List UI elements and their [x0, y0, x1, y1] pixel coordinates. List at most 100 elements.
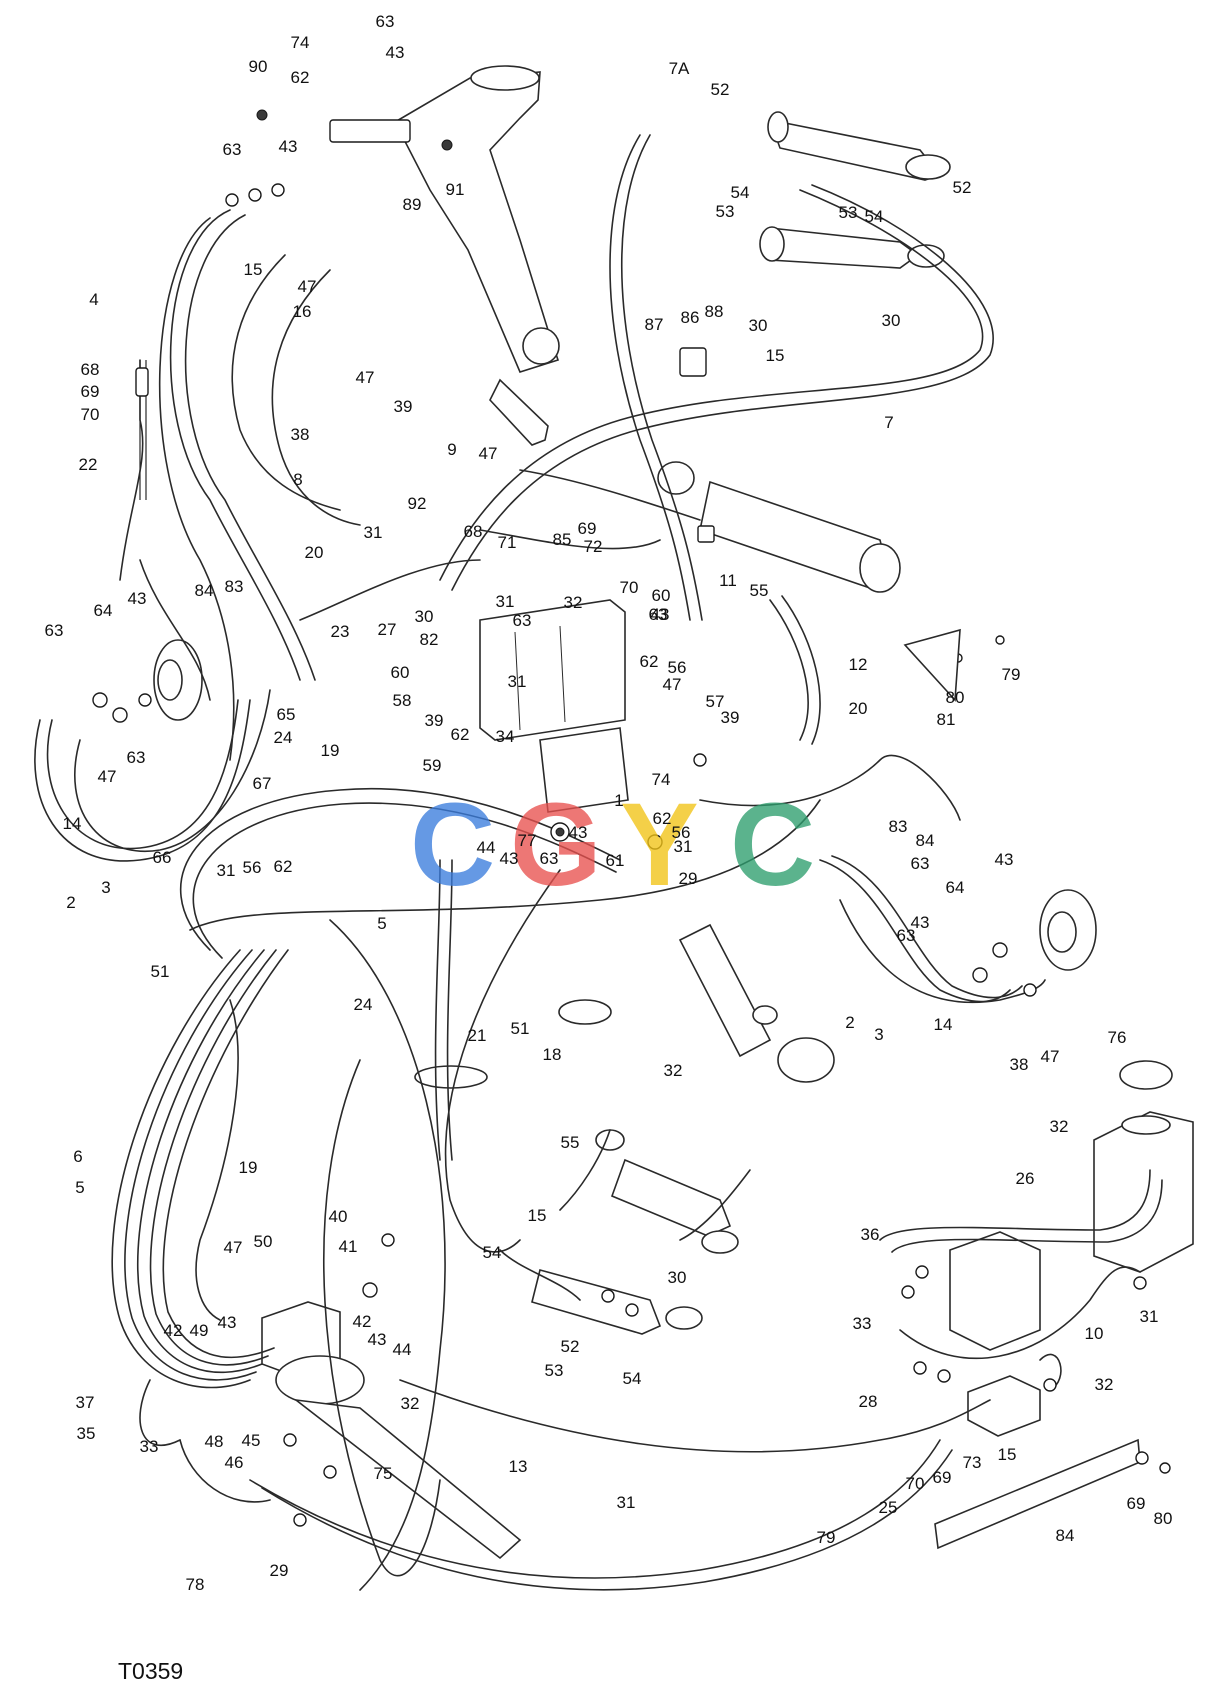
part-callout-119: 47: [1041, 1047, 1060, 1066]
part-callout-82: 24: [274, 728, 293, 747]
part-callout-132: 30: [668, 1268, 687, 1287]
hose-lines: [34, 134, 1163, 1591]
part-callout-64: 47: [663, 675, 682, 694]
part-callout-73: 64: [94, 601, 113, 620]
part-callout-79: 39: [425, 711, 444, 730]
part-callout-129: 55: [561, 1133, 580, 1152]
swivel-joint: [261, 1301, 522, 1560]
part-callout-52: 43: [651, 605, 670, 624]
part-callout-151: 32: [401, 1394, 420, 1413]
part-callout-6: 43: [279, 137, 298, 156]
part-callout-135: 47: [224, 1238, 243, 1257]
part-callout-116: 3: [874, 1025, 883, 1044]
part-callout-9: 15: [244, 260, 263, 279]
part-callout-163: 31: [617, 1493, 636, 1512]
part-callout-3: 90: [249, 57, 268, 76]
part-callout-107: 63: [911, 854, 930, 873]
part-callout-138: 36: [861, 1225, 880, 1244]
part-callout-122: 51: [511, 1019, 530, 1038]
part-callout-74: 43: [128, 589, 147, 608]
part-callout-99: 43: [569, 823, 588, 842]
part-callout-65: 39: [721, 708, 740, 727]
part-callout-61: 60: [391, 663, 410, 682]
part-callout-134: 41: [339, 1237, 358, 1256]
part-callout-92: 62: [274, 857, 293, 876]
part-callout-44: 72: [584, 537, 603, 556]
cylinder-mid-lower: [678, 923, 835, 1083]
part-callout-139: 33: [853, 1314, 872, 1333]
part-callout-169: 80: [1154, 1509, 1173, 1528]
part-callout-56: 23: [331, 622, 350, 641]
part-callout-140: 31: [1140, 1307, 1159, 1326]
part-callout-0: 63: [376, 12, 395, 31]
part-callout-131: 15: [528, 1206, 547, 1225]
part-callout-80: 62: [451, 725, 470, 744]
part-callout-125: 32: [1050, 1117, 1069, 1136]
part-callout-85: 1: [614, 791, 623, 810]
part-callout-141: 10: [1085, 1324, 1104, 1343]
part-callout-152: 37: [76, 1393, 95, 1412]
part-callout-14: 69: [81, 382, 100, 401]
watermark-letter-0: C: [410, 779, 495, 911]
part-callout-50: 11: [719, 571, 737, 590]
part-callout-100: 62: [653, 809, 672, 828]
part-callout-90: 31: [217, 861, 236, 880]
part-callout-95: 44: [477, 838, 496, 857]
part-callout-62: 62: [640, 652, 659, 671]
part-callout-72: 63: [45, 621, 64, 640]
part-callout-31: 53: [839, 203, 858, 222]
part-callout-86: 74: [652, 770, 671, 789]
part-callout-67: 12: [849, 655, 868, 674]
part-callout-160: 32: [1095, 1375, 1114, 1394]
part-callout-123: 18: [543, 1045, 562, 1064]
part-callout-18: 38: [291, 425, 310, 444]
part-callout-142: 42: [164, 1321, 183, 1340]
part-callout-98: 63: [540, 849, 559, 868]
part-callout-35: 30: [882, 311, 901, 330]
part-callout-58: 27: [378, 620, 397, 639]
control-valve-block: [479, 599, 629, 813]
part-callout-143: 49: [190, 1321, 209, 1340]
part-callout-23: 92: [408, 494, 427, 513]
part-callout-5: 63: [223, 140, 242, 159]
part-callout-108: 43: [995, 850, 1014, 869]
swing-cylinder-top: [767, 111, 951, 181]
part-callout-25: 20: [305, 543, 324, 562]
part-callout-17: 47: [356, 368, 375, 387]
part-callout-76: 63: [127, 748, 146, 767]
part-callout-37: 86: [681, 308, 700, 327]
part-callout-63: 56: [668, 658, 687, 677]
part-callout-115: 2: [845, 1013, 854, 1032]
part-callout-11: 16: [293, 302, 312, 321]
part-callout-78: 58: [393, 691, 412, 710]
part-callout-130: 26: [1016, 1169, 1035, 1188]
part-callout-106: 84: [916, 831, 935, 850]
part-callout-171: 84: [1056, 1526, 1075, 1545]
part-callout-149: 53: [545, 1361, 564, 1380]
part-callout-55: 83: [225, 577, 244, 596]
part-callout-29: 53: [716, 202, 735, 221]
part-callout-145: 42: [353, 1312, 372, 1331]
part-callout-20: 9: [447, 440, 456, 459]
part-callout-46: 63: [513, 611, 532, 630]
part-callout-41: 71: [498, 533, 517, 552]
part-callout-158: 13: [509, 1457, 528, 1476]
part-callout-124: 32: [664, 1061, 683, 1080]
filter-housing: [949, 1231, 1041, 1351]
part-callout-2: 43: [386, 43, 405, 62]
hydraulic-tank: [1093, 1060, 1194, 1273]
part-callout-83: 19: [321, 741, 340, 760]
part-callout-157: 46: [225, 1453, 244, 1472]
part-callout-34: 15: [766, 346, 785, 365]
part-callout-39: 7: [884, 413, 893, 432]
part-callout-89: 66: [153, 848, 172, 867]
part-callout-93: 3: [101, 878, 110, 897]
part-callout-70: 80: [946, 688, 965, 707]
part-callout-66: 57: [706, 692, 725, 711]
part-callout-1: 74: [291, 33, 310, 52]
part-callout-147: 44: [393, 1340, 412, 1359]
part-callout-154: 33: [140, 1437, 159, 1456]
part-callout-103: 31: [674, 837, 693, 856]
part-callout-91: 56: [243, 858, 262, 877]
